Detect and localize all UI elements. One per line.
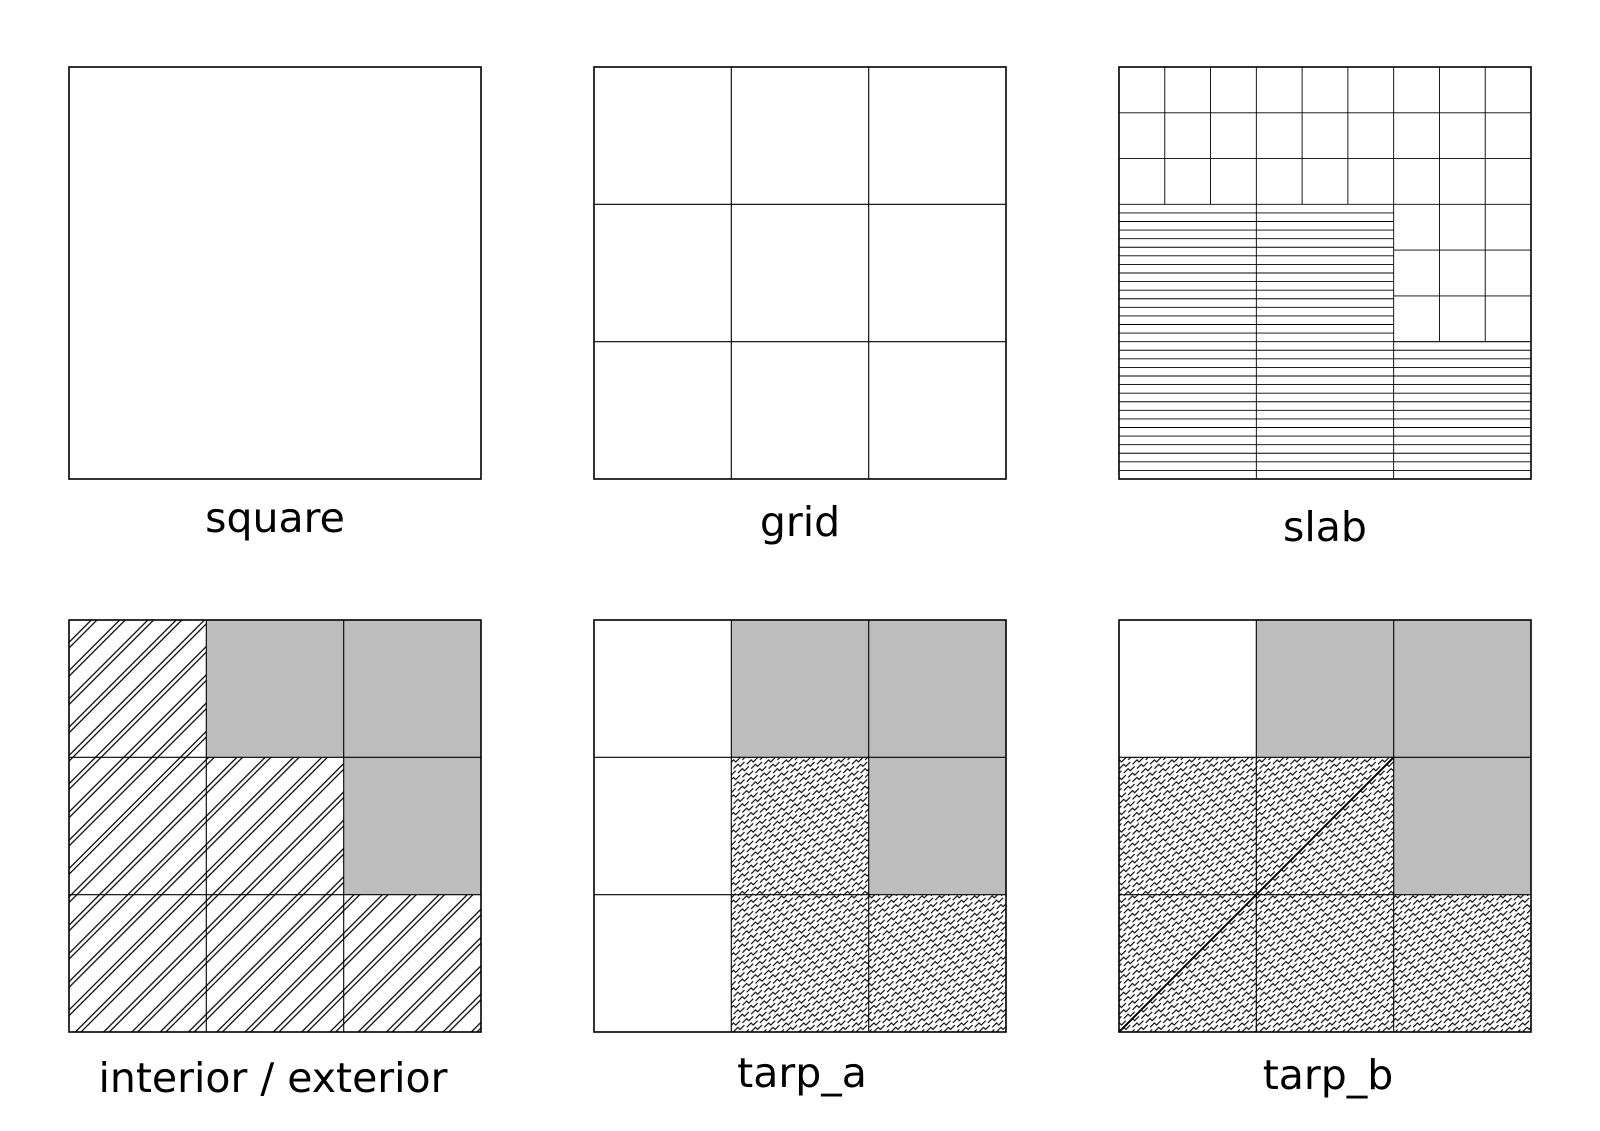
interior-exterior-frame: [68, 619, 482, 1033]
panel-interior-exterior: interior / exterior: [68, 619, 482, 1102]
interior-exterior-grid: [69, 620, 481, 1032]
tarp-b-grid: [1119, 620, 1531, 1032]
panel-tarp-a: tarp_a: [593, 619, 1007, 1097]
grid-cells: [594, 67, 1006, 479]
tarp-b-shade-region: [1256, 620, 1531, 895]
tarp-a-grid: [594, 620, 1006, 1032]
panel-caption-square: square: [205, 494, 345, 542]
panel-square: square: [68, 66, 482, 542]
panel-caption-tarp-a: tarp_a: [737, 1049, 867, 1097]
interior-region-hatch: [69, 620, 481, 1032]
panel-grid: grid: [593, 66, 1007, 546]
tarp-b-frame: [1118, 619, 1532, 1033]
exterior-region-shade: [206, 620, 482, 895]
panel-caption-slab: slab: [1283, 503, 1367, 551]
slab-layer-lines: [1119, 67, 1531, 479]
panel-slab: slab: [1118, 66, 1532, 551]
tarp-a-shade-region: [731, 620, 1006, 895]
panel-caption-tarp-b: tarp_b: [1263, 1051, 1394, 1099]
tarp-a-frame: [593, 619, 1007, 1033]
square-frame: [68, 66, 482, 480]
slab-frame: [1118, 66, 1532, 480]
panel-caption-grid: grid: [760, 498, 840, 546]
panel-caption-interior-exterior: interior / exterior: [98, 1054, 447, 1102]
grid-frame: [593, 66, 1007, 480]
tarp-b-diagonal: [1118, 756, 1395, 1033]
panel-tarp-b: tarp_b: [1118, 619, 1532, 1099]
